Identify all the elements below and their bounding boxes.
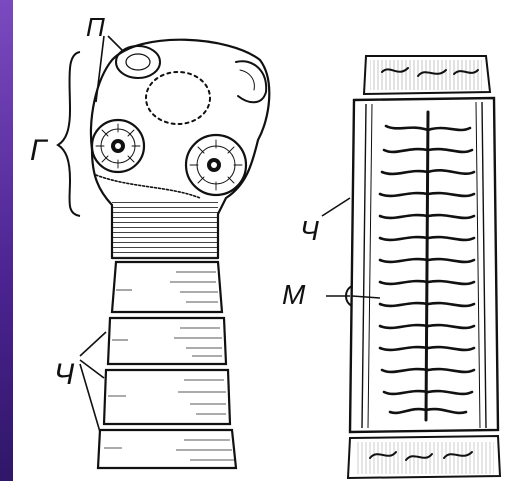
segments-left (98, 262, 236, 468)
label-p: П (86, 12, 105, 42)
label-m: М (282, 279, 306, 310)
label-ch-left: Ч (54, 358, 75, 391)
label-ch-right: Ч (300, 215, 319, 246)
label-g: Г (30, 134, 49, 167)
mature-proglottid (346, 56, 500, 478)
